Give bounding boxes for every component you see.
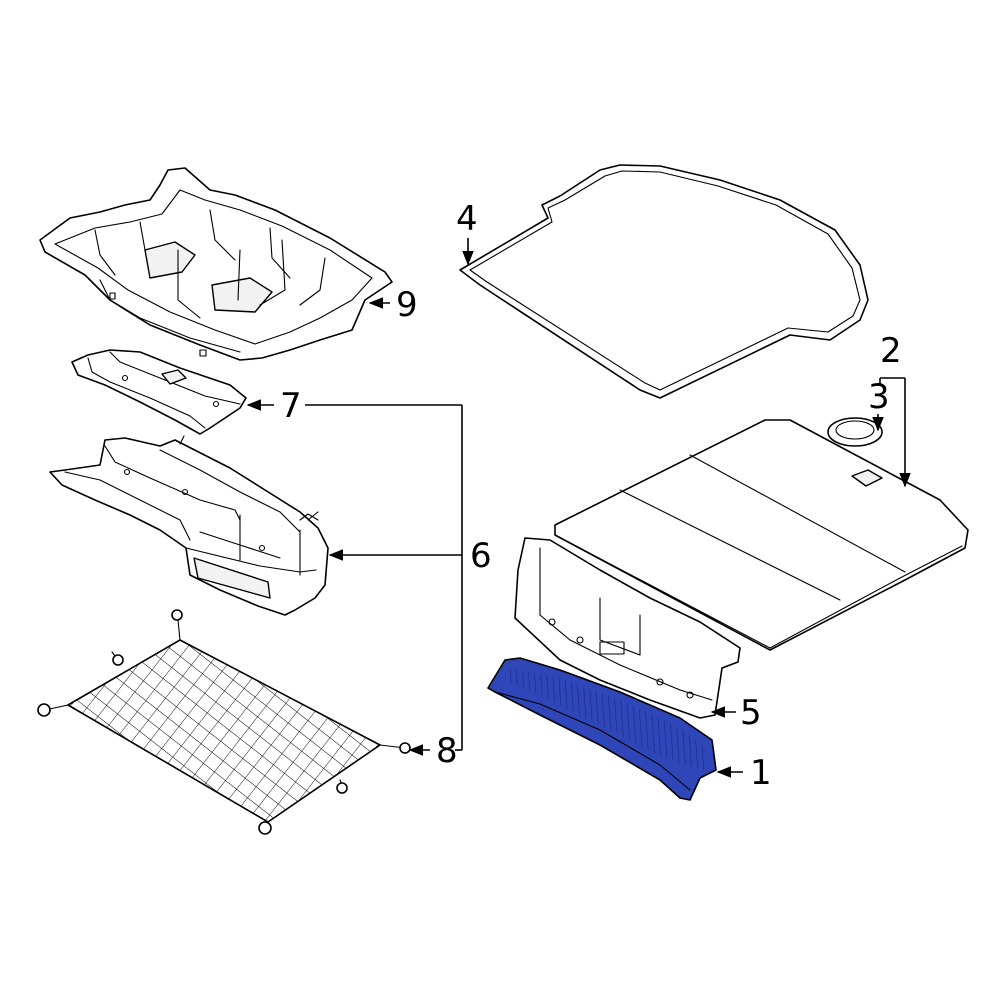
callout-4: 4 [456, 199, 478, 239]
part-8-cargo-net [37, 609, 411, 835]
callout-8: 8 [436, 731, 458, 771]
callout-5: 5 [740, 693, 762, 733]
callout-1: 1 [750, 753, 772, 793]
callout-2: 2 [880, 331, 902, 371]
part-4-floor-mat [459, 164, 869, 399]
leader-lines [246, 238, 911, 778]
part-9-storage-tray [39, 167, 393, 361]
part-5-rear-panel [514, 537, 741, 719]
callout-6: 6 [470, 536, 492, 576]
part-7-trim-panel [71, 349, 247, 435]
callout-7: 7 [280, 386, 302, 426]
part-2-floor-board [554, 419, 969, 651]
callout-labels: 9 4 7 6 8 2 3 5 1 [280, 199, 902, 793]
part-6-storage-bin [49, 435, 329, 616]
callout-3: 3 [868, 377, 890, 417]
part-1-sill-plate [487, 657, 717, 801]
part-3-cap [827, 417, 883, 447]
callout-9: 9 [396, 285, 418, 325]
